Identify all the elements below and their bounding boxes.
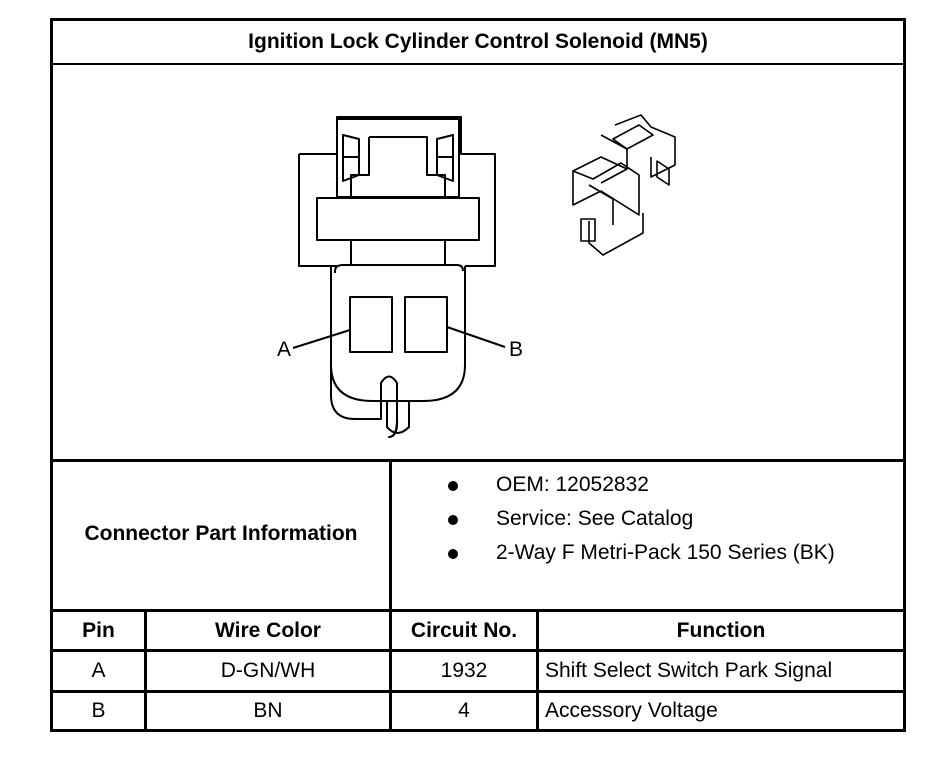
column-header: Wire Color bbox=[215, 619, 321, 642]
table-cell: B bbox=[91, 699, 106, 722]
column-header: Pin bbox=[82, 619, 115, 642]
column-header: Function bbox=[676, 619, 766, 642]
divider bbox=[144, 609, 147, 729]
connector-face-drawing: A B bbox=[277, 114, 676, 438]
list-item: Service: See Catalog bbox=[392, 503, 903, 537]
divider bbox=[53, 63, 903, 65]
table-cell: 1932 bbox=[440, 659, 488, 682]
divider bbox=[389, 459, 392, 609]
table-cell: Shift Select Switch Park Signal bbox=[545, 659, 833, 682]
bullet-icon bbox=[448, 481, 458, 491]
table-cell: Accessory Voltage bbox=[545, 699, 718, 722]
bullet-icon bbox=[448, 515, 458, 525]
pin-label-a: A bbox=[277, 338, 291, 361]
connector-part-info-list: OEM: 12052832 Service: See Catalog 2-Way… bbox=[392, 469, 903, 571]
divider bbox=[536, 609, 539, 729]
connector-part-info-label: Connector Part Information bbox=[84, 522, 358, 545]
list-item: OEM: 12052832 bbox=[392, 469, 903, 503]
table-cell: A bbox=[91, 659, 106, 682]
bullet-icon bbox=[448, 549, 458, 559]
divider bbox=[53, 459, 903, 462]
connector-diagram: A B bbox=[53, 65, 903, 459]
list-item: 2-Way F Metri-Pack 150 Series (BK) bbox=[392, 537, 903, 571]
divider bbox=[389, 609, 392, 729]
table-cell: D-GN/WH bbox=[220, 659, 316, 682]
connector-sheet: Ignition Lock Cylinder Control Solenoid … bbox=[50, 18, 906, 732]
page-title: Ignition Lock Cylinder Control Solenoid … bbox=[248, 30, 708, 53]
divider bbox=[53, 609, 903, 612]
table-cell: 4 bbox=[458, 699, 470, 722]
pin-label-b: B bbox=[509, 338, 523, 361]
divider bbox=[53, 649, 903, 652]
column-header: Circuit No. bbox=[410, 619, 518, 642]
divider bbox=[53, 690, 903, 693]
table-cell: BN bbox=[253, 699, 283, 722]
